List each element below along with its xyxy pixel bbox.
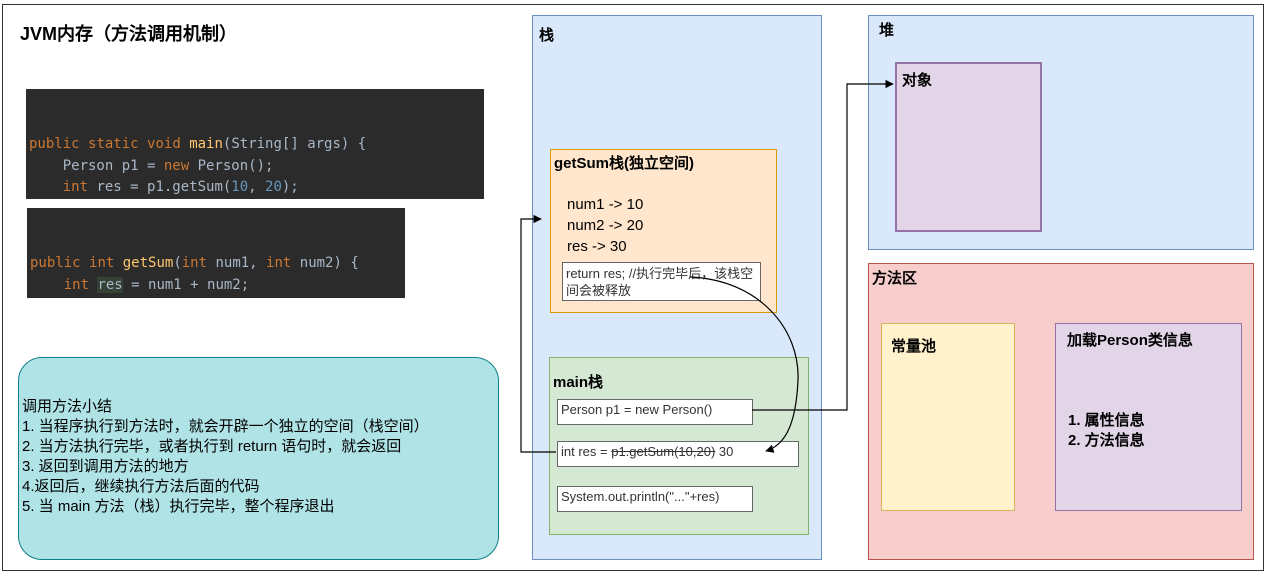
method-area-label: 方法区	[872, 270, 918, 287]
code-token: void	[147, 136, 190, 152]
code-block-getsum: public int getSum(int num1, int num2) { …	[27, 208, 405, 298]
code-token: int	[266, 255, 300, 271]
class-info: 加载Person类信息 1. 属性信息 2. 方法信息	[1055, 323, 1242, 511]
summary-box: 调用方法小结 1. 当程序执行到方法时，就会开辟一个独立的空间（栈空间） 2. …	[18, 357, 499, 560]
var-num2: num2 -> 20	[567, 217, 644, 234]
code-token: (String[] args) {	[222, 136, 367, 152]
summary-item: 1. 当程序执行到方法时，就会开辟一个独立的空间（栈空间）	[22, 418, 429, 435]
code-token: int	[62, 179, 97, 195]
arrow-call-to-getsum	[520, 214, 556, 453]
var-num1: num1 -> 10	[567, 196, 644, 213]
code-token: int	[63, 276, 98, 293]
code-token: public	[30, 255, 90, 271]
constant-pool: 常量池	[881, 323, 1015, 511]
summary-item: 3. 返回到调用方法的地方	[22, 458, 189, 475]
code-line: int res = num1 + num2;	[30, 275, 405, 297]
heap-object-label: 对象	[902, 72, 933, 89]
code-token: num1,	[215, 255, 267, 271]
arrow-return-to-main	[689, 276, 799, 453]
line-int-res-struck-call: p1.getSum(10,20)	[611, 444, 716, 459]
main-stack-frame: main栈 Person p1 = new Person() int res =…	[549, 357, 809, 535]
line-new-person: Person p1 = new Person()	[557, 399, 753, 425]
code-token: Person p1 =	[29, 157, 164, 174]
code-line: Person p1 = new Person();	[29, 156, 484, 178]
line-new-person-text: Person p1 = new Person()	[561, 402, 713, 417]
class-info-methods: 2. 方法信息	[1068, 432, 1145, 449]
heap-label: 堆	[879, 22, 895, 39]
code-token: getSum	[122, 255, 174, 271]
class-info-fields: 1. 属性信息	[1068, 412, 1145, 429]
code-token: (	[173, 255, 182, 271]
code-token: static	[88, 136, 148, 152]
constant-pool-label: 常量池	[891, 338, 937, 355]
code-token: );	[281, 179, 299, 195]
summary-item: 5. 当 main 方法（栈）执行完毕，整个程序退出	[22, 498, 335, 515]
stack-label: 栈	[539, 27, 555, 44]
return-note: return res; //执行完毕后，该栈空间会被释放	[562, 262, 761, 301]
code-token: ,	[248, 179, 266, 195]
code-lines: public static void main(String[] args) {…	[29, 134, 484, 199]
code-lines: public int getSum(int num1, int num2) { …	[30, 253, 405, 298]
line-int-res-value: 30	[715, 444, 734, 459]
diagram-frame	[2, 4, 1264, 571]
code-token: res	[97, 276, 123, 293]
line-int-res: int res = p1.getSum(10,20) 30	[557, 441, 799, 467]
code-block-main: public static void main(String[] args) {…	[26, 89, 484, 199]
summary-item: 2. 当方法执行完毕，或者执行到 return 语句时，就会返回	[22, 438, 402, 455]
main-frame-label: main栈	[553, 374, 604, 391]
code-token: int	[89, 255, 123, 271]
summary-item: 4.返回后，继续执行方法后面的代码	[22, 478, 260, 495]
getsum-stack-frame: getSum栈(独立空间) num1 -> 10 num2 -> 20 res …	[550, 149, 777, 313]
line-int-res-prefix: int res =	[561, 444, 612, 459]
code-token: new	[163, 157, 198, 174]
code-token: 20	[265, 179, 282, 195]
code-token: = num1 + num2;	[122, 276, 250, 293]
code-token: main	[189, 136, 223, 152]
code-token: 10	[231, 179, 249, 195]
code-token: num2) {	[299, 255, 359, 271]
code-line: public int getSum(int num1, int num2) {	[30, 253, 405, 275]
line-println-text: System.out.println("..."+res)	[561, 489, 720, 504]
code-token: int	[181, 255, 216, 271]
line-println: System.out.println("..."+res)	[557, 486, 753, 512]
arrow-ref-to-object	[752, 79, 894, 411]
var-res: res -> 30	[567, 238, 627, 255]
code-line: int res = p1.getSum(10, 20);	[29, 177, 484, 199]
class-info-label: 加载Person类信息	[1067, 332, 1193, 349]
code-token: Person();	[197, 157, 274, 174]
getsum-frame-label: getSum栈(独立空间)	[554, 155, 694, 172]
page-title: JVM内存（方法调用机制）	[20, 24, 238, 44]
code-line: public static void main(String[] args) {	[29, 134, 484, 156]
summary-heading: 调用方法小结	[22, 398, 113, 415]
code-token: public	[29, 136, 89, 152]
code-token: res = p1.getSum(	[96, 179, 232, 195]
heap-object: 对象	[895, 62, 1042, 232]
